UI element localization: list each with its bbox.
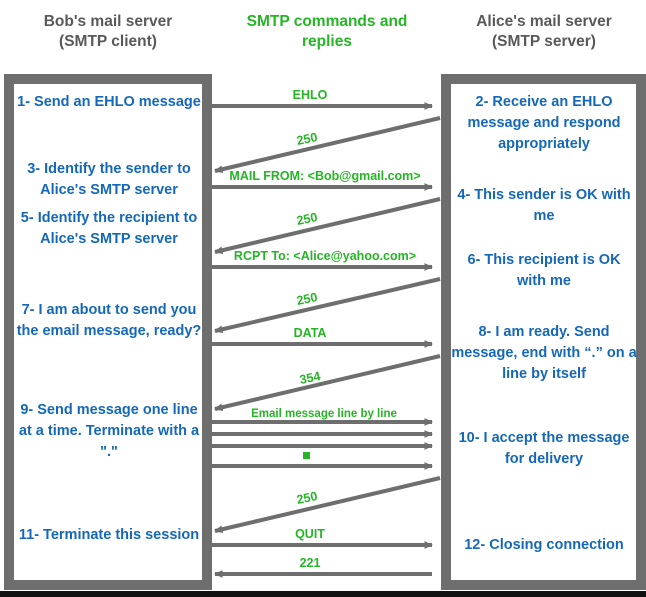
label-data: DATA: [293, 326, 327, 340]
terminator-dot-marker: [303, 452, 310, 459]
arrow-250-b: [214, 197, 441, 255]
label-rcpt-to: RCPT To: <Alice@yahoo.com>: [233, 249, 417, 263]
protocol-heading-line-2: replies: [302, 33, 352, 50]
label-quit: QUIT: [295, 527, 325, 541]
server-panel: [441, 74, 646, 590]
arrow-354: [214, 354, 441, 412]
server-step-6: 6- This recipient is OK with me: [467, 252, 621, 289]
server-step-2: 2- Receive an EHLO message and respond a…: [467, 94, 621, 152]
client-step-3: 3- Identify the sender to Alice's SMTP s…: [27, 161, 191, 198]
client-heading-line-1: Bob's mail server: [43, 13, 173, 30]
column-heading-client: Bob's mail server (SMTP client): [4, 12, 212, 52]
server-panel-inner: [451, 84, 636, 580]
client-step-5: 5- Identify the recipient to Alice's SMT…: [20, 210, 198, 247]
server-heading-line-1: Alice's mail server: [476, 13, 612, 30]
client-step-1: 1- Send an EHLO message: [17, 94, 201, 110]
server-heading-line-2: (SMTP server): [492, 33, 596, 50]
arrow-250-c: [214, 277, 441, 334]
client-step-11: 11- Terminate this session: [18, 527, 200, 543]
server-step-10: 10- I accept the message for delivery: [458, 430, 630, 467]
label-221: 221: [299, 556, 321, 570]
label-mail-from: MAIL FROM: <Bob@gmail.com>: [229, 169, 421, 183]
arrow-250-d: [214, 476, 441, 534]
client-step-9: 9- Send message one line at a time. Term…: [18, 402, 200, 460]
server-step-8: 8- I am ready. Send message, end with “.…: [451, 324, 637, 382]
column-heading-server: Alice's mail server (SMTP server): [442, 12, 646, 52]
protocol-heading-line-1: SMTP commands and: [246, 13, 408, 30]
bottom-strip: [0, 591, 646, 597]
arrow-250-a: [214, 116, 441, 174]
client-step-7: 7- I am about to send you the email mess…: [16, 302, 202, 339]
client-panel: [4, 74, 212, 590]
label-email-body: Email message line by line: [251, 408, 397, 420]
client-panel-inner: [14, 84, 202, 580]
server-step-12: 12- Closing connection: [464, 537, 624, 553]
client-heading-line-2: (SMTP client): [59, 33, 157, 50]
server-step-4: 4- This sender is OK with me: [457, 187, 631, 224]
column-heading-protocol: SMTP commands and replies: [212, 12, 442, 52]
label-ehlo: EHLO: [292, 88, 328, 102]
